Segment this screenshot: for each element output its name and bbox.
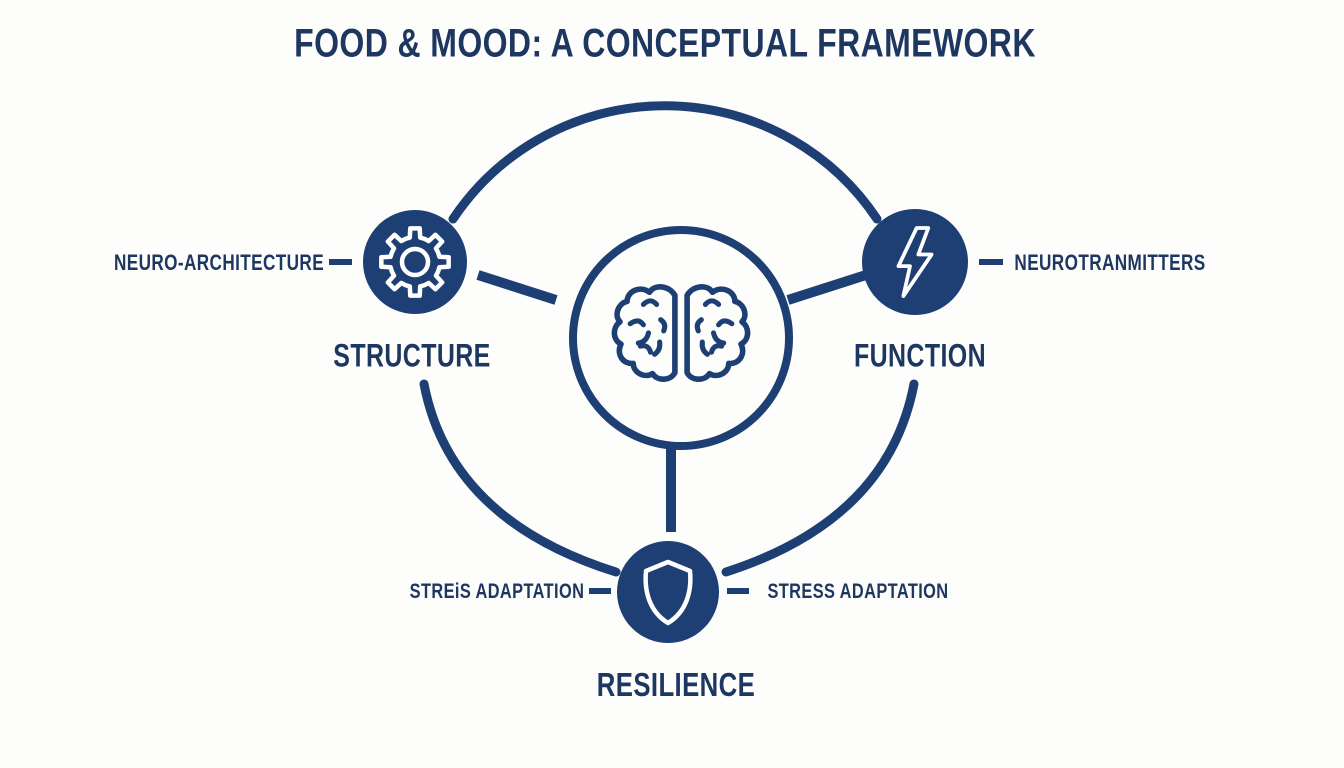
top-arc <box>448 101 882 224</box>
center-brain-node <box>569 226 793 450</box>
brain-icon <box>611 284 751 382</box>
neurotransmitters-label: NEUROTRANMITTERS <box>1014 250 1206 275</box>
structure-label: STRUCTURE <box>333 337 491 374</box>
resilience-node <box>617 541 719 643</box>
page-title: FOOD & MOOD: A CONCEPTUAL FRAMEWORK <box>294 21 1036 66</box>
stress-adaptation-left-label: STREiS ADAPTATION <box>409 580 585 603</box>
shield-icon <box>643 559 693 626</box>
lightning-icon <box>896 226 934 298</box>
center-to-function-link <box>786 270 868 305</box>
center-to-structure-link <box>476 270 558 305</box>
structure-node <box>363 210 467 314</box>
neuro-architecture-label: NEURO-ARCHITECTURE <box>113 250 325 275</box>
stress-adaptation-right-label: STRESS ADAPTATION <box>767 580 949 603</box>
gear-icon <box>379 226 451 298</box>
function-node <box>862 209 968 315</box>
function-label: FUNCTION <box>853 337 987 374</box>
resilience-label: RESILIENCE <box>596 666 756 703</box>
bottom-left-arc <box>419 379 621 577</box>
